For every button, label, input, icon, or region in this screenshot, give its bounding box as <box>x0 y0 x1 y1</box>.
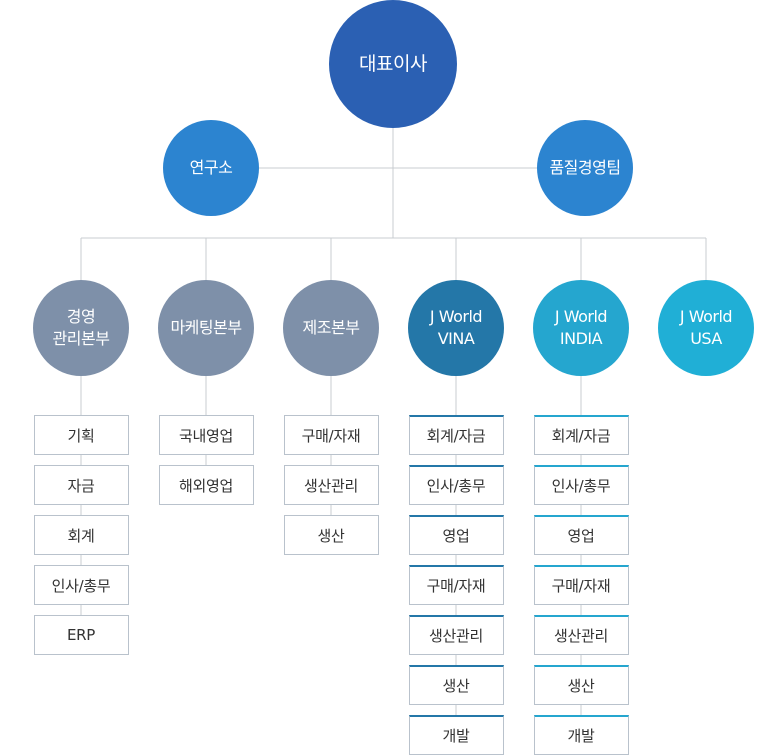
research-lab-label: 연구소 <box>189 158 233 177</box>
department-label-vina: J World <box>429 307 483 326</box>
sub-unit-box-mgmt: 회계 <box>33 515 129 555</box>
department-label-mgmt: 경영 <box>66 307 96 326</box>
sub-unit-box-mgmt: 기획 <box>33 415 129 455</box>
department-label-marketing: 마케팅본부 <box>170 318 242 337</box>
department-label-usa: USA <box>690 329 722 348</box>
department-label-mfg: 제조본부 <box>302 318 360 337</box>
sub-unit-box-marketing: 국내영업 <box>158 415 254 455</box>
sub-unit-box-mfg: 생산 <box>283 515 379 555</box>
department-label-usa: J World <box>679 307 733 326</box>
ceo-node: 대표이사 <box>329 0 457 128</box>
sub-unit-box-mgmt: 자금 <box>33 465 129 505</box>
sub-unit-box-marketing: 해외영업 <box>158 465 254 505</box>
research-lab-node: 연구소 <box>163 120 259 216</box>
sub-unit-box-india: 개발 <box>533 715 629 755</box>
quality-team-label: 품질경영팀 <box>549 158 621 177</box>
sub-unit-box-india: 회계/자금 <box>533 415 629 455</box>
sub-unit-box-vina: 구매/자재 <box>408 565 504 605</box>
quality-team-node: 품질경영팀 <box>537 120 633 216</box>
sub-unit-box-india: 인사/총무 <box>533 465 629 505</box>
sub-unit-box-vina: 영업 <box>408 515 504 555</box>
sub-unit-box-india: 구매/자재 <box>533 565 629 605</box>
ceo-label: 대표이사 <box>359 53 427 75</box>
sub-unit-box-vina: 생산 <box>408 665 504 705</box>
sub-unit-box-india: 생산 <box>533 665 629 705</box>
sub-unit-box-mfg: 구매/자재 <box>283 415 379 455</box>
sub-unit-box-india: 생산관리 <box>533 615 629 655</box>
sub-unit-box-vina: 개발 <box>408 715 504 755</box>
department-label-india: INDIA <box>559 329 603 348</box>
sub-unit-box-mfg: 생산관리 <box>283 465 379 505</box>
department-label-vina: VINA <box>437 329 475 348</box>
department-node-mfg: 제조본부 <box>283 280 379 376</box>
sub-unit-box-vina: 회계/자금 <box>408 415 504 455</box>
sub-unit-box-india: 영업 <box>533 515 629 555</box>
department-node-marketing: 마케팅본부 <box>158 280 254 376</box>
sub-unit-box-mgmt: 인사/총무 <box>33 565 129 605</box>
sub-unit-box-vina: 생산관리 <box>408 615 504 655</box>
department-label-mgmt: 관리본부 <box>52 329 110 348</box>
department-label-india: J World <box>554 307 608 326</box>
sub-unit-box-vina: 인사/총무 <box>408 465 504 505</box>
sub-unit-box-mgmt: ERP <box>33 615 129 655</box>
